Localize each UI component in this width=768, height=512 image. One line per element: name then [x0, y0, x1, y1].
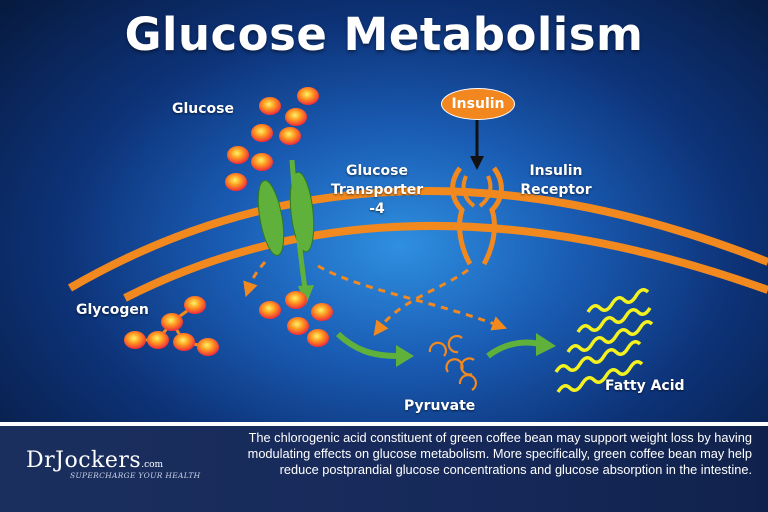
glycogen-unit — [161, 313, 183, 331]
glucose-molecule — [297, 87, 319, 105]
brand-logo: DrJockers.com SUPERCHARGE YOUR HEALTH — [26, 448, 201, 480]
glycolysis-arrow — [335, 331, 414, 367]
insulin-receptor — [450, 118, 504, 266]
glucose-molecule — [285, 108, 307, 126]
glucose-molecule — [285, 291, 307, 309]
lipogenesis-arrow — [486, 333, 556, 359]
glucose-molecule — [259, 97, 281, 115]
receptor-label: Insulin Receptor — [520, 163, 592, 198]
glucose-molecule — [287, 317, 309, 335]
glucose-transporter — [257, 159, 315, 305]
glucose-molecule — [225, 173, 247, 191]
glycogen-unit — [124, 331, 146, 349]
glucose-label: Glucose — [172, 101, 235, 117]
glucose-particles — [225, 87, 319, 191]
glucose-molecule — [259, 301, 281, 319]
glucose-molecule — [279, 127, 301, 145]
glycogen-label: Glycogen — [76, 302, 149, 318]
page-title: Glucose Metabolism — [124, 8, 644, 61]
signal-arrows — [243, 261, 508, 337]
metabolism-diagram — [67, 87, 768, 393]
glycogen-chain — [124, 296, 219, 356]
glucose-molecule — [307, 329, 329, 347]
glycogen-unit — [147, 331, 169, 349]
pyruvate-molecules — [428, 335, 478, 391]
glucose-molecule — [227, 146, 249, 164]
glycogen-unit — [173, 333, 195, 351]
footer-panel — [0, 426, 768, 512]
cell-membrane — [67, 186, 768, 302]
fatty-acid-label: Fatty Acid — [605, 378, 685, 394]
footer-caption: The chlorogenic acid constituent of gree… — [247, 430, 752, 477]
brand-suffix: .com — [141, 460, 164, 470]
glucose-molecule — [251, 124, 273, 142]
insulin-label: Insulin — [451, 96, 505, 112]
brand-tagline: SUPERCHARGE YOUR HEALTH — [70, 471, 201, 480]
brand-name: DrJockers — [26, 448, 142, 473]
transporter-label: Glucose Transporter -4 — [330, 163, 424, 217]
pyruvate-label: Pyruvate — [404, 398, 476, 414]
insulin-node: Insulin — [441, 88, 515, 120]
fatty-acid-chains — [554, 288, 654, 393]
glycogen-unit — [184, 296, 206, 314]
glycogen-unit — [197, 338, 219, 356]
intracellular-glucose — [259, 291, 333, 347]
glucose-molecule — [251, 153, 273, 171]
glucose-molecule — [311, 303, 333, 321]
